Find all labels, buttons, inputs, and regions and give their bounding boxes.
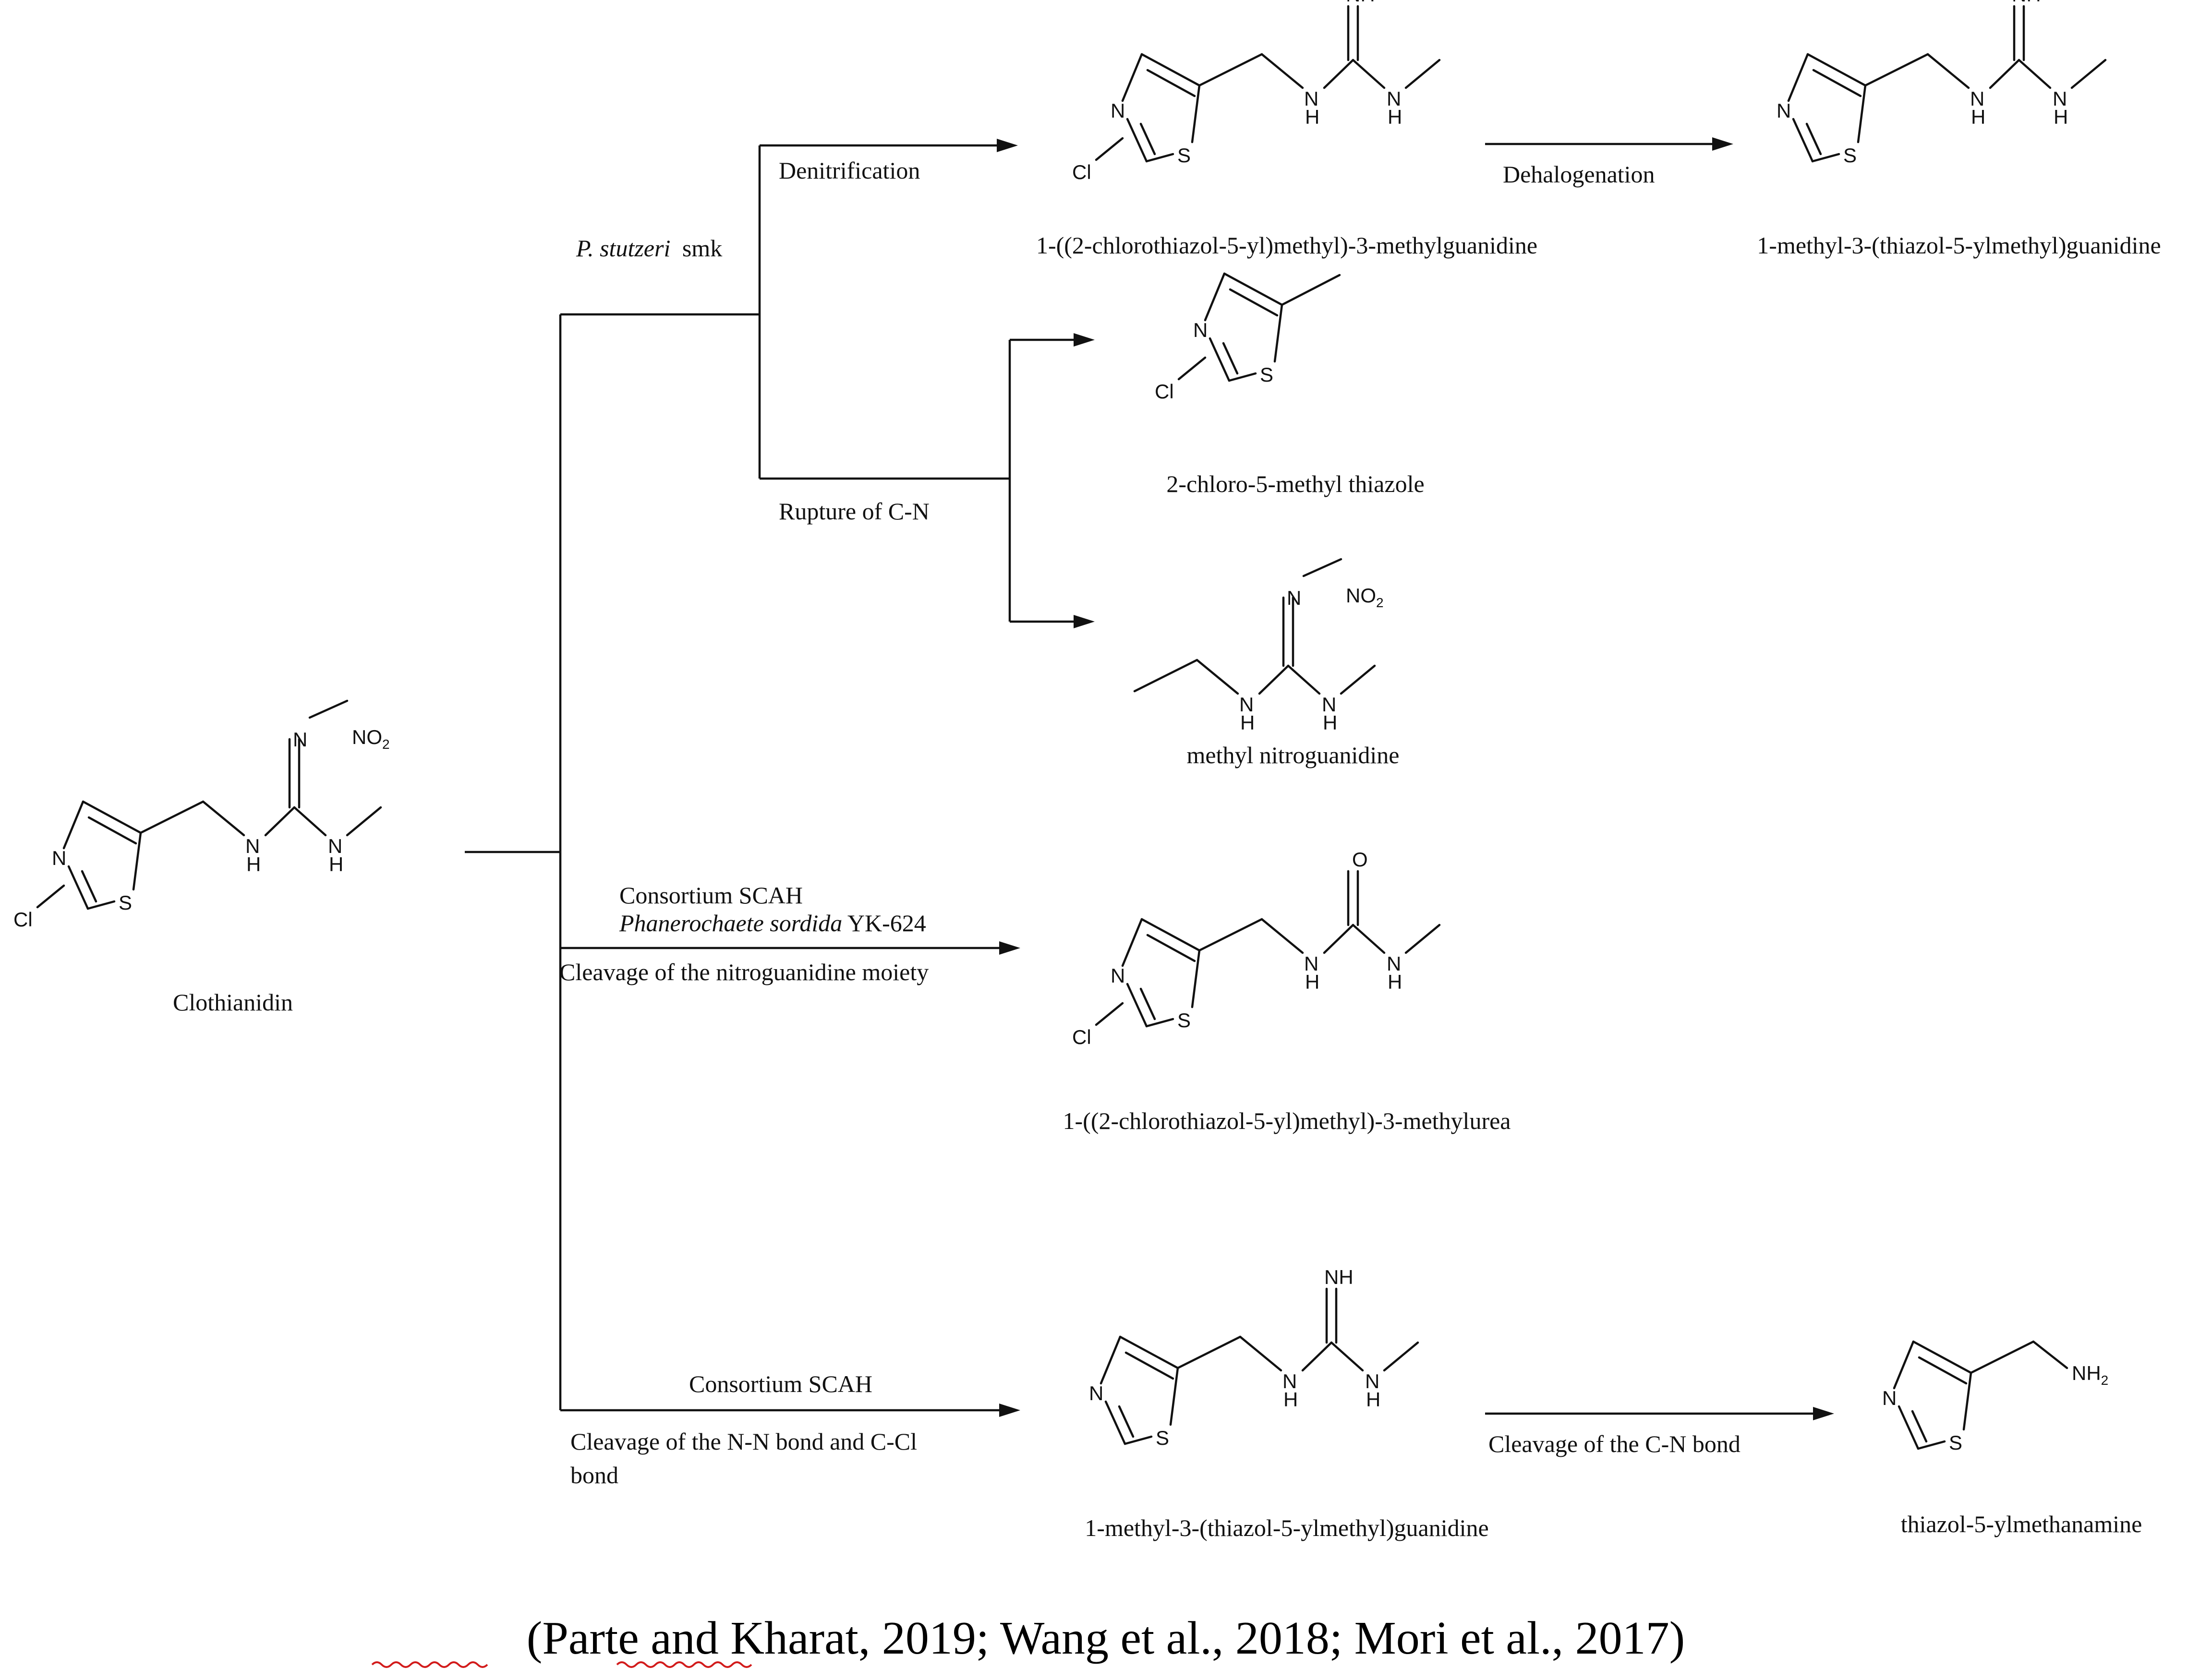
- label-cleavage-nn-line2: bond: [570, 1462, 618, 1488]
- caption-p2: 1-methyl-3-(thiazol-5-ylmethyl)guanidine: [1757, 232, 2161, 259]
- arrow-heads: [997, 137, 1834, 1420]
- label-cleavage-nitroguanidine: Cleavage of the nitroguanidine moiety: [559, 959, 929, 985]
- citation: (Parte and Kharat, 2019; Wang et al., 20…: [527, 1612, 1685, 1664]
- caption-p4: methyl nitroguanidine: [1187, 742, 1400, 768]
- label-denitrification: Denitrification: [779, 157, 920, 184]
- caption-p1: 1-((2-chlorothiazol-5-yl)methyl)-3-methy…: [1036, 232, 1537, 259]
- atom-s: S: [119, 891, 132, 914]
- atom-nh: N: [1282, 1370, 1297, 1392]
- atom-cl: Cl: [1072, 1026, 1091, 1048]
- atom-nh2: NH2: [2072, 1362, 2108, 1388]
- atom-h: H: [1283, 1388, 1298, 1411]
- atom-nh-2: N: [2053, 87, 2067, 110]
- label-consortium-scah-2: Consortium SCAH: [689, 1370, 872, 1397]
- structure-clothianidin: N S Cl N H N H N NO2 Clothianidin: [13, 699, 390, 1016]
- atom-imine-nh: NH: [2012, 0, 2041, 6]
- atom-h-2: H: [2054, 106, 2068, 128]
- caption-clothianidin: Clothianidin: [173, 989, 293, 1016]
- atom-h: H: [1240, 711, 1255, 734]
- atom-nh: N: [1304, 952, 1318, 975]
- caption-p3: 2-chloro-5-methyl thiazole: [1166, 470, 1424, 497]
- atom-h-2: H: [329, 853, 343, 876]
- structure-p5: N S Cl O N H N H 1-((2-chlorothiazol-5-y…: [1063, 848, 1511, 1134]
- label-rupture-cn: Rupture of C-N: [779, 498, 930, 525]
- atom-n: N: [1777, 99, 1791, 122]
- atom-nh: N: [1239, 693, 1254, 716]
- label-consortium-scah-1: Consortium SCAH: [619, 882, 803, 909]
- citation-author-kharat: Kharat: [730, 1612, 858, 1664]
- label-cleavage-cn: Cleavage of the C-N bond: [1488, 1430, 1741, 1457]
- atom-nh: N: [1304, 87, 1318, 110]
- atom-h-2: H: [1323, 711, 1337, 734]
- atom-s: S: [1949, 1431, 1962, 1454]
- atom-o: O: [1352, 848, 1368, 871]
- atom-nh-2: N: [1365, 1370, 1379, 1392]
- arrowhead-cn: [1813, 1407, 1834, 1420]
- atom-s: S: [1177, 144, 1191, 167]
- atom-cl: Cl: [1072, 161, 1091, 183]
- arrowhead-nn-ccl: [999, 1404, 1020, 1417]
- structure-p2: N S NH N H N H 1-methyl-3-(thiazol-5-ylm…: [1757, 0, 2161, 259]
- atom-n: N: [52, 847, 66, 869]
- spellcheck-underline-kharat: [616, 1661, 752, 1668]
- arrowhead-dehalogenation: [1712, 137, 1733, 151]
- atom-h: H: [1305, 971, 1319, 993]
- citation-author-parte: Parte: [542, 1612, 639, 1664]
- arrowhead-rupture-lower: [1074, 615, 1095, 628]
- atom-n: N: [1111, 964, 1125, 987]
- atom-cl: Cl: [1155, 380, 1174, 403]
- structure-p1: N S Cl NH N H N H 1-((2-chlorothiazol-5-…: [1036, 0, 1537, 259]
- atom-s: S: [1177, 1009, 1191, 1032]
- atom-s: S: [1156, 1427, 1169, 1449]
- condition-labels: P. stutzeri smk Denitrification Dehaloge…: [559, 157, 1741, 1488]
- structure-p3: N S Cl 2-chloro-5-methyl thiazole: [1155, 274, 1425, 497]
- atom-nh-2: N: [328, 835, 342, 857]
- atom-h: H: [1971, 106, 1985, 128]
- atom-nh-2: N: [1387, 952, 1401, 975]
- caption-p7: thiazol-5-ylmethanamine: [1901, 1511, 2142, 1537]
- label-dehalogenation: Dehalogenation: [1503, 161, 1655, 188]
- atom-h: H: [1305, 106, 1319, 128]
- atom-n: N: [1111, 99, 1125, 122]
- caption-p6: 1-methyl-3-(thiazol-5-ylmethyl)guanidine: [1085, 1514, 1488, 1541]
- atom-no2: NO2: [352, 726, 390, 752]
- atom-n: N: [1882, 1387, 1897, 1409]
- atom-s: S: [1260, 363, 1273, 386]
- arrowhead-nitroguanidine: [999, 941, 1020, 955]
- structure-p7: N S NH2 thiazol-5-ylmethanamine: [1882, 1340, 2142, 1537]
- atom-n: N: [1193, 319, 1208, 341]
- label-cleavage-nn-line1: Cleavage of the N-N bond and C-Cl: [570, 1428, 917, 1455]
- atom-nh-2: N: [1387, 87, 1401, 110]
- atom-s: S: [1843, 144, 1857, 167]
- atom-h-2: H: [1388, 106, 1402, 128]
- spellcheck-underline-parte: [371, 1661, 488, 1668]
- atom-h-2: H: [1366, 1388, 1380, 1411]
- atom-cl: Cl: [13, 908, 33, 931]
- atom-n-top: N: [1287, 587, 1301, 609]
- atom-n: N: [1089, 1382, 1103, 1404]
- arrowhead-rupture-upper: [1074, 333, 1095, 347]
- atom-nh: N: [245, 835, 260, 857]
- flow-lines: [465, 143, 1815, 1415]
- atom-h: H: [246, 853, 261, 876]
- caption-p5: 1-((2-chlorothiazol-5-yl)methyl)-3-methy…: [1063, 1107, 1511, 1134]
- structure-p6: N S NH N H N H 1-methyl-3-(thiazol-5-ylm…: [1085, 1266, 1488, 1541]
- atom-nh: N: [1970, 87, 1984, 110]
- atom-nh-2: N: [1322, 693, 1336, 716]
- label-phanerochaete: Phanerochaete sordida YK-624: [619, 910, 926, 936]
- atom-n-top: N: [293, 728, 307, 751]
- atom-no2: NO2: [1346, 584, 1384, 610]
- atom-imine-nh: NH: [1324, 1266, 1354, 1288]
- arrowhead-denitrification: [997, 139, 1018, 152]
- organism-label-p-stutzeri: P. stutzeri smk: [576, 235, 722, 262]
- structure-p4: N H N H N NO2 methyl nitroguanidine: [1133, 558, 1400, 768]
- atom-imine-nh: NH: [1346, 0, 1375, 6]
- atom-h-2: H: [1388, 971, 1402, 993]
